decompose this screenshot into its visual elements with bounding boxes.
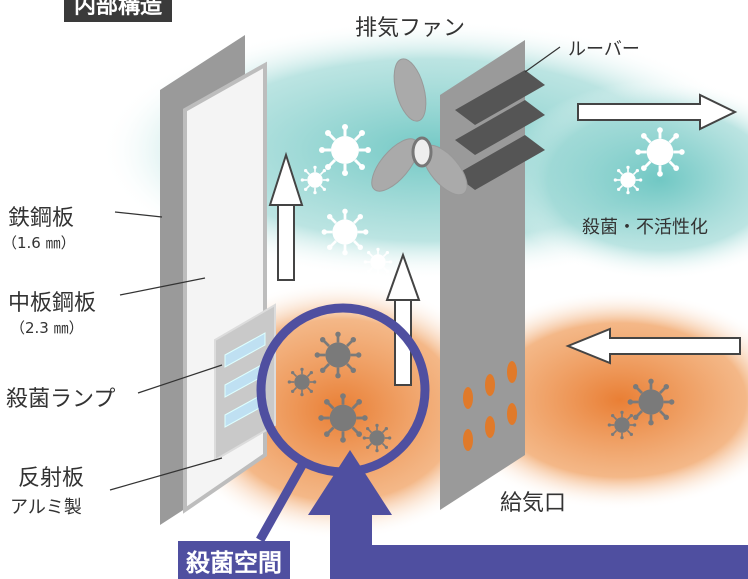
sterilization-flow-arrow (308, 450, 748, 579)
label-intake: 給気口 (500, 491, 567, 516)
label-steel-plate-thickness: （1.6 ㎜） (2, 234, 76, 252)
intake-arrow (565, 327, 741, 365)
louver (455, 70, 545, 190)
label-sterilization-space: 殺菌空間 (178, 541, 290, 579)
label-exhaust-fan: 排気ファン (355, 16, 466, 41)
intake-holes (463, 361, 517, 451)
label-middle-plate-thickness: （2.3 ㎜） (10, 319, 84, 337)
label-sterilization-lamp: 殺菌ランプ (6, 387, 116, 412)
label-sterilize-inactivate: 殺菌・不活性化 (582, 217, 708, 238)
label-steel-plate: 鉄鋼板 (8, 206, 75, 231)
label-reflector-material: アルミ製 (10, 497, 82, 518)
label-louver: ルーバー (568, 39, 640, 60)
exhaust-arrow (577, 93, 738, 131)
airflow-up-arrows (268, 151, 421, 386)
label-reflector: 反射板 (18, 466, 85, 491)
sterilization-lamp (214, 303, 276, 462)
leader-lines (109, 46, 561, 491)
exhaust-fan (371, 58, 468, 196)
diagram-title: 内部構造 (64, 0, 173, 22)
label-middle-plate: 中板鋼板 (8, 291, 97, 316)
